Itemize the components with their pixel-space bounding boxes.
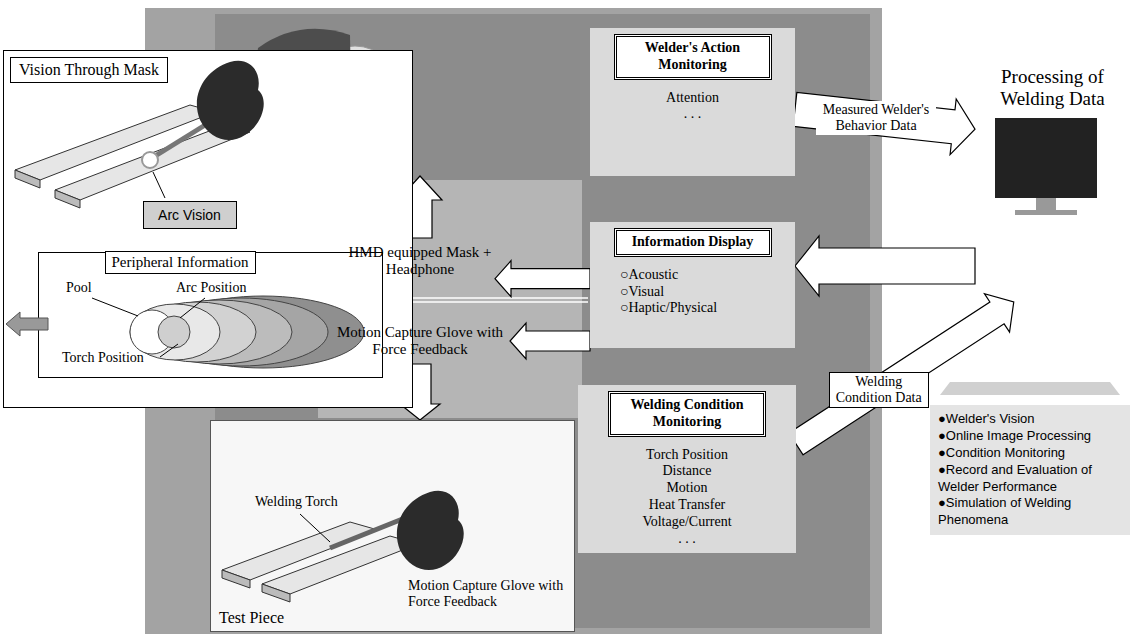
node-text: Motion: [586, 480, 788, 497]
part-label: Torch Position: [62, 350, 144, 366]
part-label: Motion Capture Glove with Force Feedback: [408, 578, 568, 610]
node-text: ●Simulation of Welding Phenomena: [938, 495, 1122, 529]
processing-box: Processing of Welding Data: [975, 62, 1130, 302]
device-label: HMD equipped Mask + Headphone: [345, 238, 495, 284]
feature-list: ●Welder's Vision●Online Image Processing…: [930, 405, 1130, 535]
callout-box: Arc Vision: [143, 201, 237, 229]
flow-arrow: [795, 236, 975, 296]
monitor: [1036, 198, 1056, 210]
edge-label: Welding Condition Data: [829, 372, 929, 408]
node-text: Torch Position: [586, 447, 788, 464]
node-text: . . .: [598, 106, 787, 123]
node-heading: Test Piece: [219, 609, 566, 627]
node-heading: Processing of Welding Data: [975, 66, 1130, 110]
part-label: Welding Torch: [255, 494, 338, 510]
monitor: [995, 118, 1097, 198]
node-heading: Information Display: [614, 228, 772, 257]
monitor: [940, 382, 1120, 395]
node-heading: HMD equipped Mask + Headphone: [345, 244, 495, 278]
flow-arrow: [495, 261, 590, 297]
node-heading: ●Welder's Vision: [938, 411, 1122, 428]
flow-arrow: [793, 93, 975, 155]
node-text: Attention: [598, 90, 787, 107]
node-heading: Motion Capture Glove with Force Feedback: [330, 324, 510, 358]
edge-label: Measured Welder's Behavior Data: [816, 101, 936, 135]
monitor-box: Welder's Action MonitoringAttention. . .: [590, 28, 795, 176]
node-heading: Peripheral Information: [105, 251, 256, 274]
node-text: ○Haptic/Physical: [598, 300, 787, 317]
node-text: ○Acoustic: [598, 267, 787, 284]
node-text: ●Condition Monitoring: [938, 445, 1122, 462]
part-label: Pool: [66, 280, 92, 296]
node-text: ○Visual: [598, 284, 787, 301]
node-text: ●Record and Evaluation of Welder Perform…: [938, 462, 1122, 496]
node-heading: Arc Vision: [158, 207, 221, 223]
part-label: Arc Position: [176, 280, 246, 296]
test-panel: Test Piece: [210, 420, 575, 632]
node-heading: Welder's Action Monitoring: [614, 34, 772, 80]
display-box: Information Display ○Acoustic○Visual○Hapt…: [590, 222, 795, 348]
node-text: . . .: [586, 531, 788, 548]
node-text: Heat Transfer: [586, 497, 788, 514]
node-heading: Welding Condition Monitoring: [608, 391, 766, 437]
node-text: Distance: [586, 463, 788, 480]
node-heading: Vision Through Mask: [10, 57, 168, 83]
monitor-box: Welding Condition MonitoringTorch Positi…: [578, 385, 796, 553]
node-text: ●Online Image Processing: [938, 428, 1122, 445]
node-text: Voltage/Current: [586, 514, 788, 531]
flow-arrow: [510, 323, 590, 359]
monitor: [1015, 210, 1077, 215]
device-label: Motion Capture Glove with Force Feedback: [330, 318, 510, 364]
